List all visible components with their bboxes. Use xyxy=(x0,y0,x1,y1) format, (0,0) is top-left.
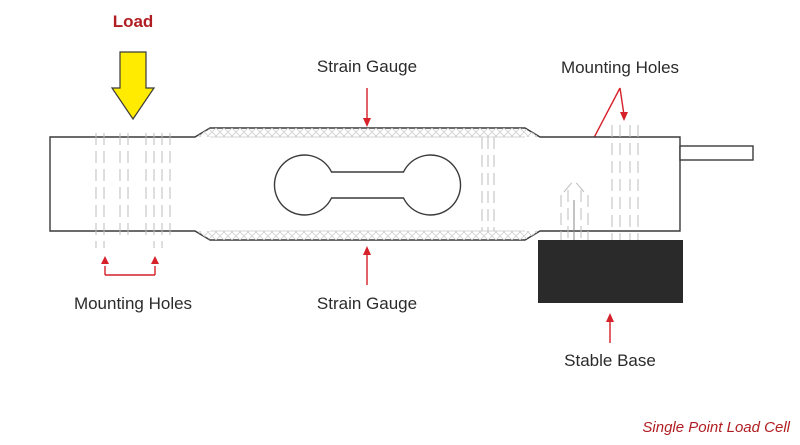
diagram-caption: Single Point Load Cell xyxy=(642,419,790,436)
mounting-holes-left-label: Mounting Holes xyxy=(74,294,192,313)
mounting-holes-left-bracket-icon xyxy=(101,256,159,276)
stable-base xyxy=(538,240,683,303)
center-hidden-lines xyxy=(481,137,495,231)
left-mounting-holes xyxy=(95,133,171,248)
stable-base-label: Stable Base xyxy=(564,351,656,370)
mounting-holes-right-label: Mounting Holes xyxy=(561,58,679,77)
load-arrow-icon xyxy=(110,51,156,121)
cable xyxy=(679,145,754,161)
right-mounting-holes xyxy=(560,125,639,256)
strain-gauge-top-label: Strain Gauge xyxy=(317,57,417,76)
dumbbell-cutout xyxy=(273,154,462,216)
load-label: Load xyxy=(113,12,154,31)
strain-gauge-bottom-label: Strain Gauge xyxy=(317,294,417,313)
